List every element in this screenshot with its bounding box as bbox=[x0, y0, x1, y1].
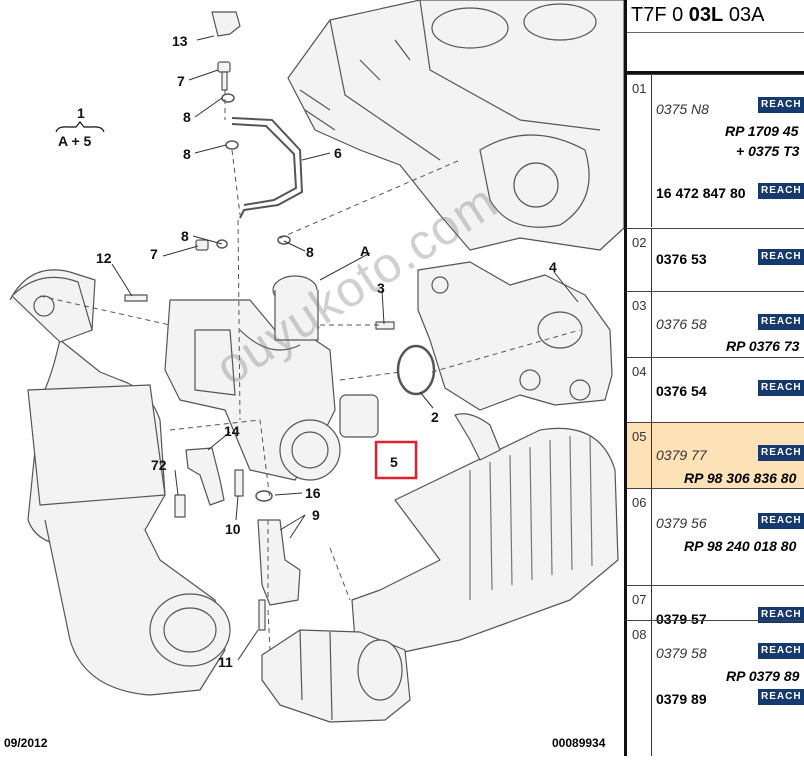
reach-badge: REACH bbox=[758, 314, 804, 330]
callout-16: 16 bbox=[305, 485, 321, 501]
part-ref: RP 0379 89 bbox=[726, 668, 800, 684]
part-row-01[interactable]: 01 0375 N8 REACH RP 1709 45 + 0375 T3 16… bbox=[627, 74, 804, 227]
row-number: 07 bbox=[632, 592, 647, 607]
highlight-box bbox=[374, 440, 418, 480]
row-number: 08 bbox=[632, 627, 647, 642]
row-separator bbox=[651, 229, 652, 291]
part-ref: 16 472 847 80 bbox=[656, 185, 746, 201]
reach-badge: REACH bbox=[758, 380, 804, 396]
part-ref: RP 1709 45 bbox=[725, 123, 799, 139]
row-number: 01 bbox=[632, 81, 647, 96]
callout-7: 7 bbox=[150, 246, 158, 262]
part-row-03[interactable]: 03 0376 58 REACH RP 0376 73 bbox=[627, 291, 804, 357]
row-number: 05 bbox=[632, 429, 647, 444]
leader-lines bbox=[111, 35, 579, 661]
callout-72: 72 bbox=[151, 457, 167, 473]
row-number: 02 bbox=[632, 235, 647, 250]
parts-diagram: 13 7 8 8 6 1 A + 5 8 7 8 A 12 3 4 2 5 14… bbox=[4, 0, 625, 750]
callout-13: 13 bbox=[172, 33, 188, 49]
part-ref: 0376 58 bbox=[656, 316, 707, 332]
exhaust-manifold bbox=[417, 261, 613, 411]
engine-block bbox=[287, 0, 625, 251]
row-separator bbox=[651, 489, 652, 585]
callout-A: A bbox=[360, 243, 370, 259]
header-bold: 03L bbox=[688, 4, 724, 26]
bracket-13 bbox=[211, 11, 241, 37]
panel-header: T7F 0 03L 03A bbox=[627, 0, 804, 33]
reach-badge: REACH bbox=[758, 445, 804, 461]
part-ref: 0379 89 bbox=[656, 691, 707, 707]
reach-badge: REACH bbox=[758, 689, 804, 705]
brace bbox=[55, 121, 105, 133]
reach-badge: REACH bbox=[758, 513, 804, 529]
part-ref: 0379 57 bbox=[656, 611, 707, 627]
part-row-07[interactable]: 07 0379 57 REACH bbox=[627, 585, 804, 627]
footer-ref: 00089934 bbox=[552, 736, 606, 750]
callout-7: 7 bbox=[177, 73, 185, 89]
turbocharger bbox=[164, 275, 379, 481]
panel-subheader bbox=[627, 33, 804, 74]
charge-air-hose bbox=[351, 413, 619, 656]
callout-3: 3 bbox=[377, 280, 385, 296]
reach-badge: REACH bbox=[758, 607, 804, 623]
part-row-06[interactable]: 06 0379 56 REACH RP 98 240 018 80 bbox=[627, 488, 804, 585]
part-ref: 0375 N8 bbox=[656, 101, 709, 117]
reach-badge: REACH bbox=[758, 97, 804, 113]
row-separator bbox=[651, 358, 652, 422]
actuator-bracket bbox=[185, 447, 225, 506]
reach-badge: REACH bbox=[758, 643, 804, 659]
callout-9: 9 bbox=[312, 507, 320, 523]
callout-11: 11 bbox=[218, 654, 233, 670]
callout-10: 10 bbox=[225, 521, 241, 537]
row-number: 03 bbox=[632, 298, 647, 313]
callout-1: 1 bbox=[77, 105, 85, 121]
row-separator bbox=[651, 423, 652, 488]
gasket-ring bbox=[396, 344, 436, 396]
guide-lines bbox=[39, 90, 581, 651]
part-row-04[interactable]: 04 0376 54 REACH bbox=[627, 357, 804, 422]
callout-5: 5 bbox=[390, 454, 398, 470]
row-separator bbox=[651, 621, 652, 756]
callout-1-sub: A + 5 bbox=[58, 133, 92, 149]
header-suffix: 03A bbox=[723, 4, 765, 26]
header-prefix: T7F 0 bbox=[631, 4, 689, 26]
row-number: 04 bbox=[632, 364, 647, 379]
callout-14: 14 bbox=[224, 423, 240, 439]
part-ref: 0379 58 bbox=[656, 645, 707, 661]
part-ref: 0379 77 bbox=[656, 447, 707, 463]
row-separator bbox=[651, 586, 652, 621]
part-ref: + 0375 T3 bbox=[736, 143, 800, 159]
part-row-08[interactable]: 08 0379 58 REACH RP 0379 89 0379 89 REAC… bbox=[627, 620, 804, 756]
part-ref: 0379 56 bbox=[656, 515, 707, 531]
reach-badge: REACH bbox=[758, 249, 804, 265]
callout-8: 8 bbox=[181, 228, 189, 244]
callout-4: 4 bbox=[549, 259, 557, 275]
callout-12: 12 bbox=[96, 250, 112, 266]
part-ref: RP 0376 73 bbox=[726, 338, 800, 354]
part-ref: 0376 53 bbox=[656, 251, 707, 267]
panel-divider bbox=[624, 0, 627, 756]
row-number: 06 bbox=[632, 495, 647, 510]
callout-6: 6 bbox=[334, 145, 342, 161]
callout-2: 2 bbox=[431, 409, 439, 425]
filter-housing bbox=[261, 629, 411, 723]
row-separator bbox=[651, 75, 652, 227]
oil-pipe bbox=[231, 117, 303, 219]
catalytic-converter bbox=[9, 269, 231, 696]
reach-badge: REACH bbox=[758, 183, 804, 199]
callout-8: 8 bbox=[183, 109, 191, 125]
row-separator bbox=[651, 292, 652, 357]
part-ref: 0376 54 bbox=[656, 383, 707, 399]
callout-8: 8 bbox=[306, 244, 314, 260]
part-ref: RP 98 306 836 80 bbox=[684, 470, 797, 486]
parts-panel: T7F 0 03L 03A 01 0375 N8 REACH RP 1709 4… bbox=[627, 0, 804, 756]
exploded-view-drawing: 13 7 8 8 6 1 A + 5 8 7 8 A 12 3 4 2 5 14… bbox=[9, 0, 625, 723]
footer-date: 09/2012 bbox=[4, 736, 48, 750]
callout-8: 8 bbox=[183, 146, 191, 162]
bolts bbox=[124, 61, 395, 631]
part-ref: RP 98 240 018 80 bbox=[684, 538, 797, 554]
part-row-05[interactable]: 05 0379 77 REACH RP 98 306 836 80 bbox=[627, 422, 804, 488]
part-row-02[interactable]: 02 0376 53 REACH bbox=[627, 228, 804, 291]
